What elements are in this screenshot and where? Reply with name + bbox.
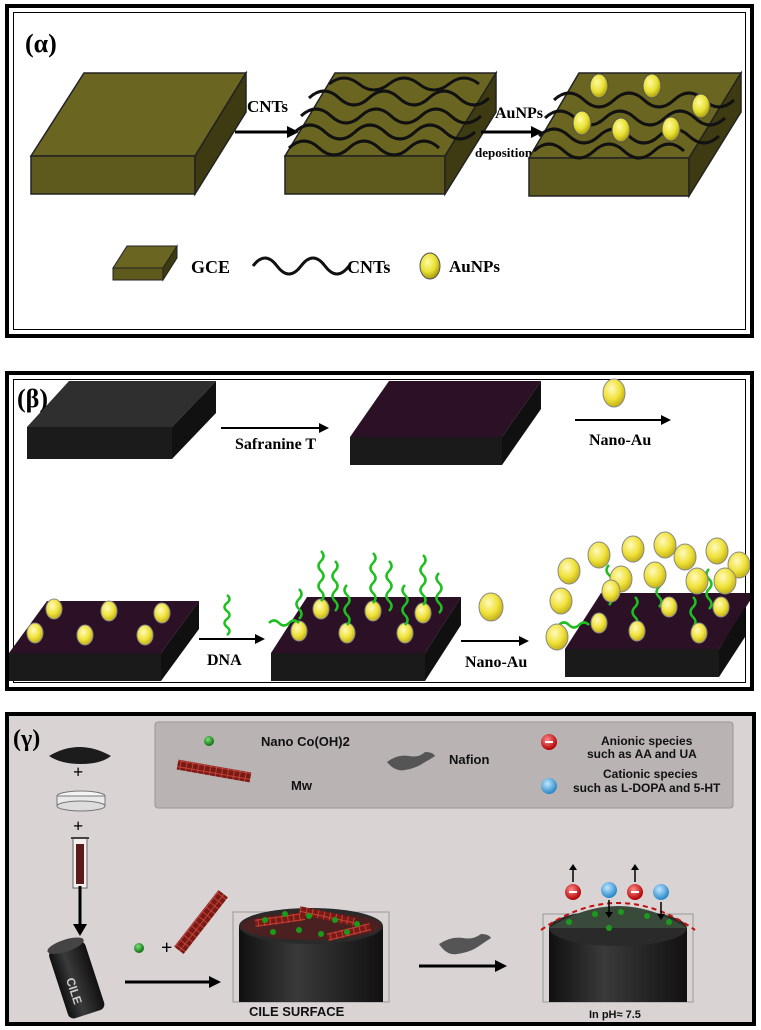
plus-3: + [161, 937, 172, 959]
arrow-nano-au-1-label: Nano-Au [589, 432, 651, 449]
nano-au-particle-2 [478, 592, 504, 622]
nano-au-particle-1 [602, 378, 626, 408]
legend-gce-swatch [112, 244, 178, 282]
panel-alpha-label: (α) [25, 29, 57, 58]
legend-co-swatch [204, 736, 214, 746]
arrow-aunps-label: AuNPs [495, 105, 543, 122]
electrode-dna [268, 550, 461, 681]
legend-cationic-label-2: such as L-DOPA and 5-HT [573, 781, 721, 795]
gce-cnt-block [283, 70, 498, 197]
ion-cationic-2 [653, 884, 669, 920]
dna-strand-legend [223, 594, 231, 636]
legend-gce-label: GCE [191, 257, 230, 277]
ionic-liquid-dish-icon [56, 790, 106, 812]
legend-cnts-label: CNTs [347, 257, 390, 277]
plus-2: + [73, 816, 83, 836]
gce-block-1 [29, 70, 248, 197]
legend-mw-swatch [176, 759, 252, 783]
plus-1: + [73, 762, 83, 782]
legend-nafion-label: Nafion [449, 752, 490, 767]
electrode-au [9, 598, 199, 681]
co-particle [134, 943, 144, 953]
arrow-nano-au-2-label: Nano-Au [465, 654, 527, 671]
arrow-safranine-label: Safranine T [235, 436, 316, 453]
arrow-cnts [235, 126, 299, 138]
arrow-nano-au-1 [575, 415, 671, 425]
panel-alpha-diagram: (α) CNTs Au [25, 29, 743, 282]
cile-surface-label: CILE SURFACE [249, 1004, 345, 1019]
legend-cnt-swatch [251, 256, 351, 276]
legend-box [154, 721, 734, 809]
cile-surface-electrode [232, 906, 390, 1003]
arrow-dna-label: DNA [207, 652, 242, 669]
legend-anionic-minus [545, 741, 553, 743]
graphite-powder-icon [49, 747, 111, 764]
arrow-right-1 [125, 976, 221, 988]
panel-beta: (β) Safranine T Nano-Au [5, 371, 754, 691]
legend-cationic-swatch [541, 778, 557, 794]
legend-aunp-swatch [419, 252, 441, 280]
ion-anionic-1 [565, 864, 581, 900]
legend-nafion-swatch [387, 752, 435, 771]
panel-gamma: (γ) Nano Co(OH)2 Mw Nafion Anionic speci… [5, 712, 756, 1026]
panel-gamma-diagram: (γ) Nano Co(OH)2 Mw Nafion Anionic speci… [13, 721, 734, 1021]
panel-beta-diagram: (β) Safranine T Nano-Au [9, 378, 750, 681]
panel-alpha: (α) CNTs Au [5, 4, 754, 338]
panel-beta-label: (β) [17, 384, 48, 413]
arrow-cnts-label: CNTs [247, 97, 288, 116]
legend-aunps-label: AuNPs [449, 257, 500, 276]
panel-gamma-label: (γ) [13, 726, 40, 752]
electrode-bare [27, 381, 216, 459]
final-electrode [540, 902, 696, 1003]
mw-nanotube [174, 889, 228, 955]
legend-anionic-label-1: Anionic species [601, 734, 693, 748]
legend-co-label: Nano Co(OH)2 [261, 734, 350, 749]
arrow-right-2 [419, 960, 507, 972]
gce-cnt-aunp-block [527, 70, 743, 199]
cile-electrode-icon [47, 937, 105, 1019]
arrow-dna [199, 634, 265, 644]
arrow-deposition-label: deposition [475, 145, 533, 160]
legend-anionic-label-2: such as AA and UA [587, 747, 697, 761]
ion-cationic-1 [601, 882, 617, 918]
legend-cationic-label-1: Cationic species [603, 767, 698, 781]
nafion-icon [439, 934, 491, 955]
arrow-safranine [221, 423, 329, 433]
ph-label: In pH≈ 7.5 [589, 1009, 641, 1021]
legend-mw-label: Mw [291, 778, 313, 793]
electrode-safranine [350, 381, 541, 465]
electrode-dna-au [545, 531, 750, 677]
ion-anionic-2 [627, 864, 643, 900]
arrow-down [73, 886, 87, 936]
arrow-nano-au-2 [461, 636, 529, 646]
arrow-aunps [481, 126, 543, 138]
